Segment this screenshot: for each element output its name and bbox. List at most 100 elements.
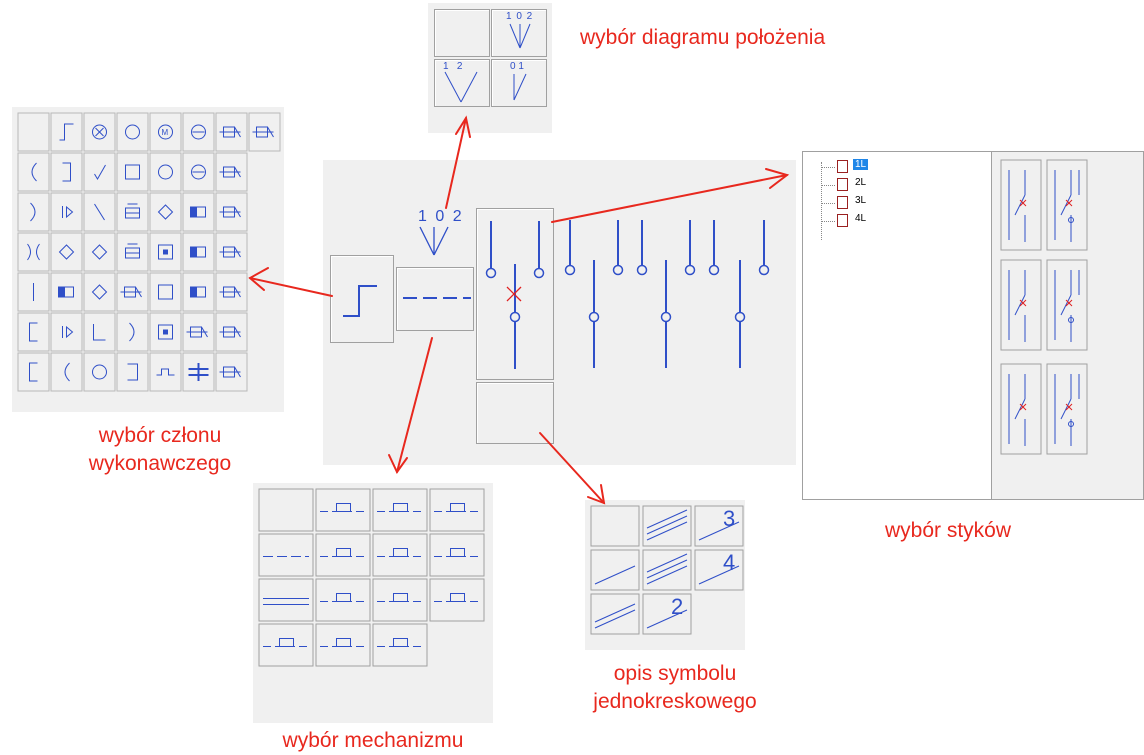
position-diagram-102-icon [509,23,531,49]
actuator-option-button[interactable] [116,312,149,352]
actuator-option-button[interactable] [116,192,149,232]
actuator-option-button[interactable] [83,232,116,272]
position-diagram-01-button[interactable]: 0 1 [491,59,547,107]
actuator-option-button[interactable] [17,272,50,312]
single-line-label-4: 4 [723,550,736,575]
actuator-option-button[interactable] [215,272,248,312]
step-actuator-icon [343,285,377,317]
actuator-option-button[interactable] [50,272,83,312]
mechanism-option-button[interactable] [315,488,371,532]
contacts-tree-label: 3L [855,195,867,206]
single-line-option-button[interactable] [590,593,640,635]
mechanism-option-button[interactable] [258,578,314,622]
actuator-option-button[interactable] [149,192,182,232]
single-line-option-button[interactable] [642,549,692,591]
actuator-option-button[interactable] [50,312,83,352]
actuator-option-button[interactable] [215,112,248,152]
single-line-option-button[interactable] [694,505,744,547]
single-line-option-button[interactable] [590,549,640,591]
actuator-option-button[interactable] [50,232,83,272]
actuator-option-button[interactable] [182,232,215,272]
position-diagram-102-button[interactable]: 1 0 2 [491,9,547,57]
contact-option-button[interactable] [1046,259,1088,351]
actuator-option-button[interactable] [215,312,248,352]
actuator-option-button[interactable] [83,312,116,352]
actuator-option-button[interactable] [50,112,83,152]
actuator-option-button[interactable] [116,352,149,392]
actuator-option-button[interactable] [215,352,248,392]
mechanism-option-button[interactable] [372,623,428,667]
actuator-option-button[interactable] [83,152,116,192]
position-diagram-102-label: 1 0 2 [506,11,534,22]
actuator-option-button[interactable] [215,152,248,192]
mechanism-grid [258,488,485,667]
actuator-option-button[interactable] [215,192,248,232]
position-diagram-preview[interactable]: 1 0 2 [396,205,474,260]
actuator-option-button[interactable] [215,232,248,272]
actuator-preview-button[interactable] [330,255,394,343]
actuator-option-button[interactable] [182,152,215,192]
actuator-option-button[interactable] [83,352,116,392]
single-line-grid [590,505,744,635]
contact-option-button[interactable] [1000,363,1042,455]
contact-option-button[interactable] [1000,159,1042,251]
actuator-option-button[interactable] [116,112,149,152]
mechanism-preview-button[interactable] [396,267,474,331]
single-line-option-button[interactable] [590,505,640,547]
actuator-option-button[interactable] [17,312,50,352]
mechanism-option-button[interactable] [258,533,314,577]
actuator-option-button[interactable] [83,272,116,312]
mechanism-option-button[interactable] [315,578,371,622]
single-line-option-button[interactable] [694,549,744,591]
actuator-option-button[interactable] [248,112,281,152]
actuator-option-button[interactable] [182,272,215,312]
contacts-panel: 1L 2L 3L 4L [802,151,1144,500]
mechanism-option-button[interactable] [372,488,428,532]
mechanism-option-button[interactable] [429,533,485,577]
actuator-option-button[interactable] [50,192,83,232]
actuator-option-button[interactable] [182,352,215,392]
contact-option-button[interactable] [1000,259,1042,351]
mechanism-option-button[interactable] [372,533,428,577]
actuator-option-button[interactable] [83,192,116,232]
single-line-option-button[interactable] [642,593,692,635]
mechanism-option-button[interactable] [258,623,314,667]
actuator-option-button[interactable] [149,312,182,352]
actuator-option-button[interactable] [149,152,182,192]
actuator-option-button[interactable] [17,112,50,152]
contact-option-button[interactable] [1046,159,1088,251]
single-line-option-button[interactable] [642,505,692,547]
actuator-option-button[interactable] [17,232,50,272]
position-diagram-12-icon [444,71,478,103]
actuator-option-button[interactable] [116,152,149,192]
mechanism-option-button[interactable] [372,578,428,622]
actuator-option-button[interactable] [50,352,83,392]
actuator-option-button[interactable] [182,312,215,352]
actuator-option-button[interactable]: M [149,112,182,152]
actuator-option-button[interactable] [149,232,182,272]
single-line-preview-button[interactable] [476,382,554,444]
actuator-option-button[interactable] [149,272,182,312]
mechanism-option-button[interactable] [258,488,314,532]
mechanism-panel [253,483,493,723]
actuator-option-button[interactable] [17,192,50,232]
position-diagram-empty-button[interactable] [434,9,490,57]
position-diagram-12-button[interactable]: 1 2 [434,59,490,107]
actuator-option-button[interactable] [116,272,149,312]
mechanism-option-button[interactable] [315,533,371,577]
actuator-option-button[interactable] [17,352,50,392]
actuator-option-button[interactable] [50,152,83,192]
position-diagram-12-label: 1 2 [443,61,463,72]
actuator-option-button[interactable] [182,192,215,232]
mechanism-option-button[interactable] [429,488,485,532]
actuator-option-button[interactable] [182,112,215,152]
contact-option-button[interactable] [1046,363,1088,455]
mechanism-option-button[interactable] [429,578,485,622]
mechanism-option-button[interactable] [315,623,371,667]
actuator-option-button[interactable] [149,352,182,392]
actuator-option-button[interactable] [116,232,149,272]
contact-preview-button[interactable] [476,208,554,380]
contacts-tree-label: 1L [853,159,869,170]
actuator-option-button[interactable] [83,112,116,152]
actuator-option-button[interactable] [17,152,50,192]
